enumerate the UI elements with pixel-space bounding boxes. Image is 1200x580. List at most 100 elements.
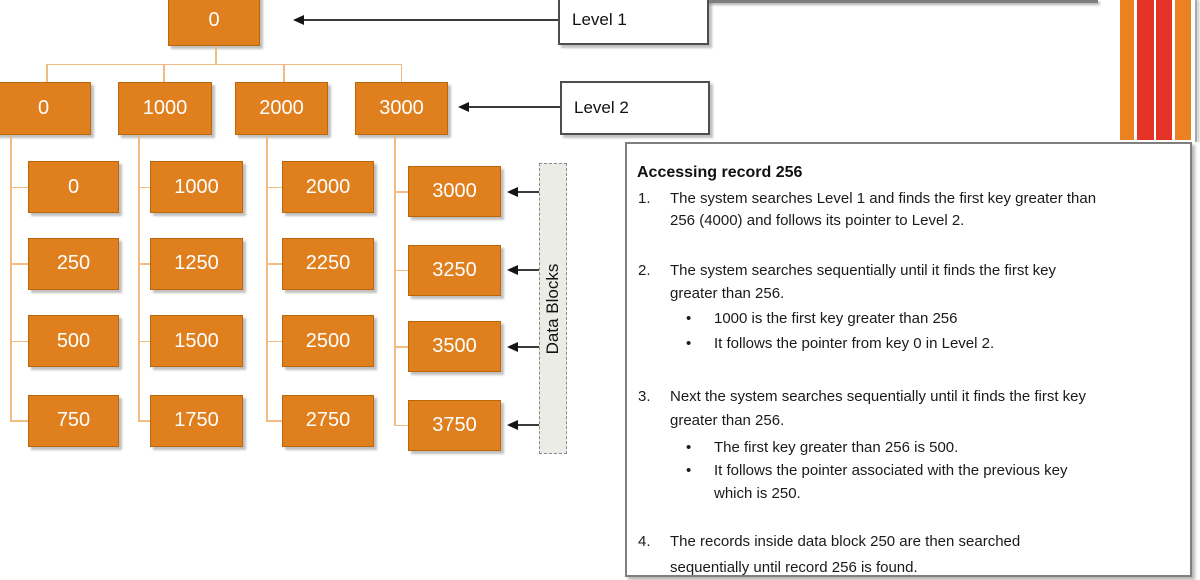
clipped-shape-right-edge	[1195, 0, 1197, 142]
stub-c2-r2	[266, 340, 283, 342]
stub-c1-r0	[138, 186, 151, 188]
decor-stripe-orange-2	[1175, 0, 1191, 140]
stub-c1-r3	[138, 420, 151, 422]
index-node-c0-r0: 0	[28, 161, 119, 213]
index-node-c2-r2: 2500	[282, 315, 374, 367]
stub-c0-r3	[10, 420, 28, 422]
panel-line: • The first key greater than 256 is 500.	[627, 439, 1190, 461]
stub-c0-r0	[10, 186, 28, 188]
list-text: which is 250.	[714, 485, 801, 502]
bullet-marker: •	[686, 439, 692, 456]
index-node-c0-r3: 750	[28, 394, 119, 447]
panel-line: 1. The system searches Level 1 and finds …	[627, 190, 1190, 212]
connector-drop-1	[163, 64, 165, 83]
index-node-c2-r0: 2000	[282, 161, 374, 213]
panel-title: Accessing record 256	[637, 164, 803, 181]
stub-c0-r1	[10, 263, 28, 265]
list-text: greater than 256.	[670, 412, 785, 429]
datablock-arrow-line-1	[517, 269, 539, 271]
index-node-level2-1: 1000	[118, 82, 212, 135]
datablock-arrow-line-0	[517, 190, 539, 193]
list-text: sequentially until record 256 is found.	[670, 559, 918, 576]
stub-c2-r0	[266, 186, 283, 188]
list-text: Next the system searches sequentially un…	[670, 388, 1087, 405]
rail-col-3	[394, 135, 396, 425]
panel-line: • It follows the pointer associated with …	[627, 462, 1190, 484]
list-text: It follows the pointer associated with t…	[714, 462, 1068, 479]
clipped-shape-edge	[688, 0, 1098, 3]
datablock-arrow-line-2	[517, 345, 539, 348]
level1-label: Level 1	[558, 0, 709, 45]
bullet-marker: •	[686, 310, 692, 327]
panel-line: 4. The records inside data block 250 are …	[627, 533, 1190, 555]
level2-label: Level 2	[560, 81, 710, 135]
index-node-c3-r3: 3750	[408, 399, 501, 451]
panel-line: 3. Next the system searches sequentially …	[627, 388, 1190, 410]
rail-col-0	[10, 135, 12, 420]
data-blocks-bar: Data Blocks	[539, 163, 567, 454]
bullet-marker: •	[686, 335, 692, 352]
list-text: The system searches Level 1 and finds th…	[670, 190, 1097, 207]
list-marker: 2.	[638, 262, 651, 279]
datablock-arrow-line-3	[517, 424, 539, 426]
rail-col-1	[138, 135, 140, 420]
index-node-c1-r0: 1000	[150, 161, 243, 213]
bullet-marker: •	[686, 462, 692, 479]
panel-line: which is 250.	[627, 485, 1190, 507]
decor-stripe-red-1	[1137, 0, 1154, 140]
stub-c3-r1	[394, 269, 409, 271]
panel-line: • 1000 is the first key greater than 256	[627, 310, 1190, 332]
list-text: 256 (4000) and follows its pointer to Le…	[670, 212, 965, 229]
index-node-c3-r2: 3500	[408, 321, 501, 372]
data-blocks-label: Data Blocks	[543, 263, 562, 354]
decor-stripe-orange-1	[1120, 0, 1134, 140]
panel-line: greater than 256.	[627, 285, 1190, 307]
decor-stripe-red-2	[1156, 0, 1172, 140]
connector-drop-2	[283, 64, 285, 83]
list-text: 1000 is the first key greater than 256	[714, 310, 958, 327]
level1-arrow-head-icon	[293, 14, 304, 25]
index-node-c2-r3: 2750	[282, 394, 374, 447]
stub-c1-r2	[138, 340, 151, 342]
list-marker: 1.	[638, 190, 651, 207]
datablock-arrow-head-icon-2	[507, 341, 518, 352]
index-node-level2-3: 3000	[355, 82, 448, 135]
stub-c1-r1	[138, 263, 151, 265]
connector-root-drop	[215, 46, 217, 64]
stub-c2-r1	[266, 263, 283, 265]
index-node-c1-r2: 1500	[150, 315, 243, 367]
stub-c3-r3	[394, 424, 409, 426]
list-text: greater than 256.	[670, 285, 785, 302]
index-node-level2-2: 2000	[235, 82, 328, 135]
datablock-arrow-head-icon-3	[507, 420, 518, 430]
stub-c3-r2	[394, 346, 409, 348]
panel-line: 256 (4000) and follows its pointer to Le…	[627, 212, 1190, 234]
datablock-arrow-head-icon-1	[507, 265, 518, 275]
list-text: The system searches sequentially until i…	[670, 262, 1057, 279]
explanation-panel: Accessing record 256 1. The system search…	[625, 142, 1192, 577]
connector-root-bus	[46, 63, 402, 65]
level2-arrow-line	[468, 106, 560, 108]
index-node-c1-r1: 1250	[150, 237, 243, 290]
index-node-c1-r3: 1750	[150, 394, 243, 447]
stub-c3-r0	[394, 191, 409, 193]
list-text: The first key greater than 256 is 500.	[714, 439, 959, 456]
panel-line: • It follows the pointer from key 0 in Le…	[627, 335, 1190, 357]
index-node-c0-r1: 250	[28, 237, 119, 290]
level1-arrow-line	[302, 18, 558, 21]
panel-line: sequentially until record 256 is found.	[627, 559, 1190, 580]
index-node-level1: 0	[168, 0, 260, 46]
index-node-c0-r2: 500	[28, 315, 119, 367]
list-marker: 4.	[638, 533, 651, 550]
index-node-c3-r1: 3250	[408, 244, 501, 296]
stub-c0-r2	[10, 340, 28, 342]
index-node-c2-r1: 2250	[282, 237, 374, 290]
index-node-c3-r0: 3000	[408, 166, 501, 217]
list-text: The records inside data block 250 are th…	[670, 533, 1021, 550]
list-marker: 3.	[638, 388, 651, 405]
connector-drop-0	[46, 64, 48, 83]
rail-col-2	[266, 135, 268, 420]
list-text: It follows the pointer from key 0 in Lev…	[714, 335, 995, 352]
datablock-arrow-head-icon-0	[507, 186, 518, 197]
